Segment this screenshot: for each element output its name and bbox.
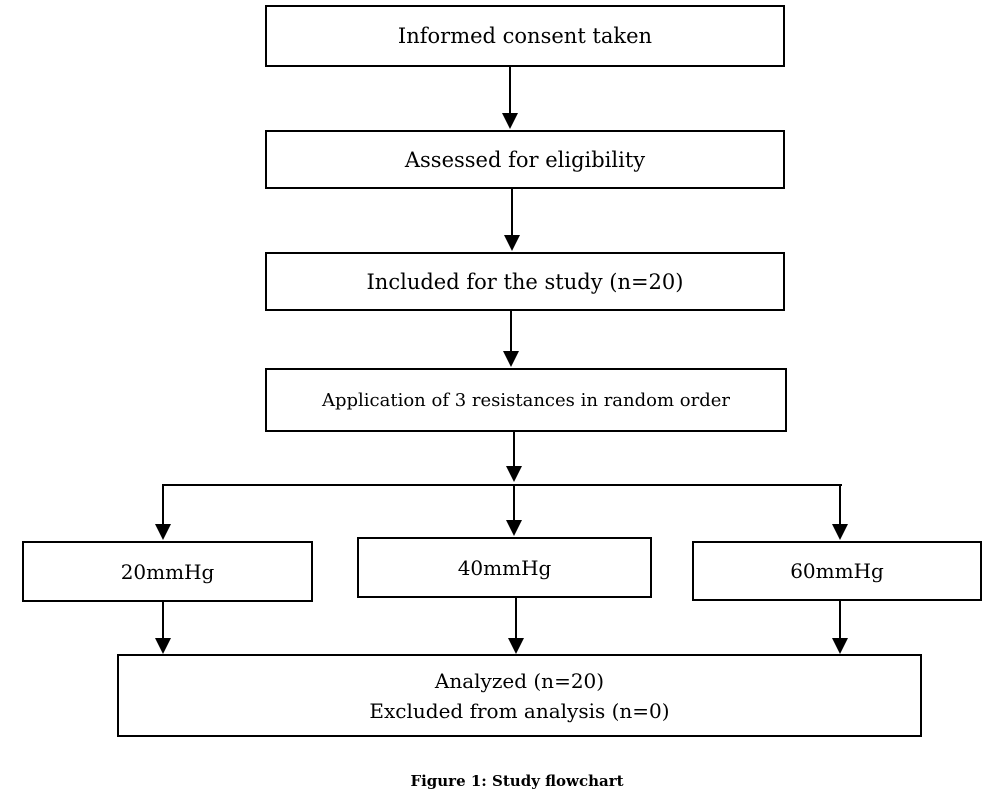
arrowhead-40mmhg-to-analyzed <box>508 638 524 654</box>
node-20mmhg-label: 20mmHg <box>120 559 215 584</box>
arrowhead-junction-to-40mmhg <box>506 520 522 536</box>
connector-20mmhg-to-analyzed <box>162 602 164 640</box>
node-60mmhg-label: 60mmHg <box>790 559 884 583</box>
arrowhead-consent-to-eligibility <box>502 113 518 129</box>
arrowhead-junction-to-20mmhg <box>155 524 171 540</box>
connector-40mmhg-to-analyzed <box>515 598 517 640</box>
node-20mmhg: 20mmHg <box>22 541 313 602</box>
node-application-resistances-label: Application of 3 resistances in random o… <box>321 389 730 411</box>
connector-junction-to-60mmhg <box>839 484 841 526</box>
arrowhead-included-to-application <box>503 351 519 367</box>
arrowhead-junction-to-60mmhg <box>832 524 848 540</box>
node-included-study: Included for the study (n=20) <box>265 252 785 311</box>
node-informed-consent: Informed consent taken <box>265 5 785 67</box>
connector-application-to-junction <box>513 432 515 468</box>
node-40mmhg: 40mmHg <box>357 537 652 598</box>
node-analyzed: Analyzed (n=20) Excluded from analysis (… <box>117 654 922 737</box>
arrowhead-application-to-junction <box>506 466 522 482</box>
connector-60mmhg-to-analyzed <box>839 601 841 640</box>
node-assessed-eligibility-label: Assessed for eligibility <box>404 147 646 172</box>
node-analyzed-label: Analyzed (n=20) Excluded from analysis (… <box>369 666 669 726</box>
node-assessed-eligibility: Assessed for eligibility <box>265 130 785 189</box>
node-informed-consent-label: Informed consent taken <box>397 24 653 48</box>
connector-included-to-application <box>510 311 512 353</box>
figure-caption: Figure 1: Study flowchart <box>410 772 624 790</box>
arrowhead-20mmhg-to-analyzed <box>155 638 171 654</box>
node-40mmhg-label: 40mmHg <box>457 555 552 580</box>
arrowhead-60mmhg-to-analyzed <box>832 638 848 654</box>
branch-junction-line <box>163 484 842 486</box>
node-analyzed-line1: Analyzed (n=20) <box>434 668 605 693</box>
node-60mmhg: 60mmHg <box>692 541 982 601</box>
connector-eligibility-to-included <box>511 189 513 237</box>
connector-junction-to-20mmhg <box>162 484 164 526</box>
connector-consent-to-eligibility <box>509 67 511 115</box>
node-application-resistances: Application of 3 resistances in random o… <box>265 368 787 432</box>
node-included-study-label: Included for the study (n=20) <box>366 269 684 294</box>
node-analyzed-line2: Excluded from analysis (n=0) <box>369 698 670 723</box>
connector-junction-to-40mmhg <box>513 484 515 522</box>
arrowhead-eligibility-to-included <box>504 235 520 251</box>
